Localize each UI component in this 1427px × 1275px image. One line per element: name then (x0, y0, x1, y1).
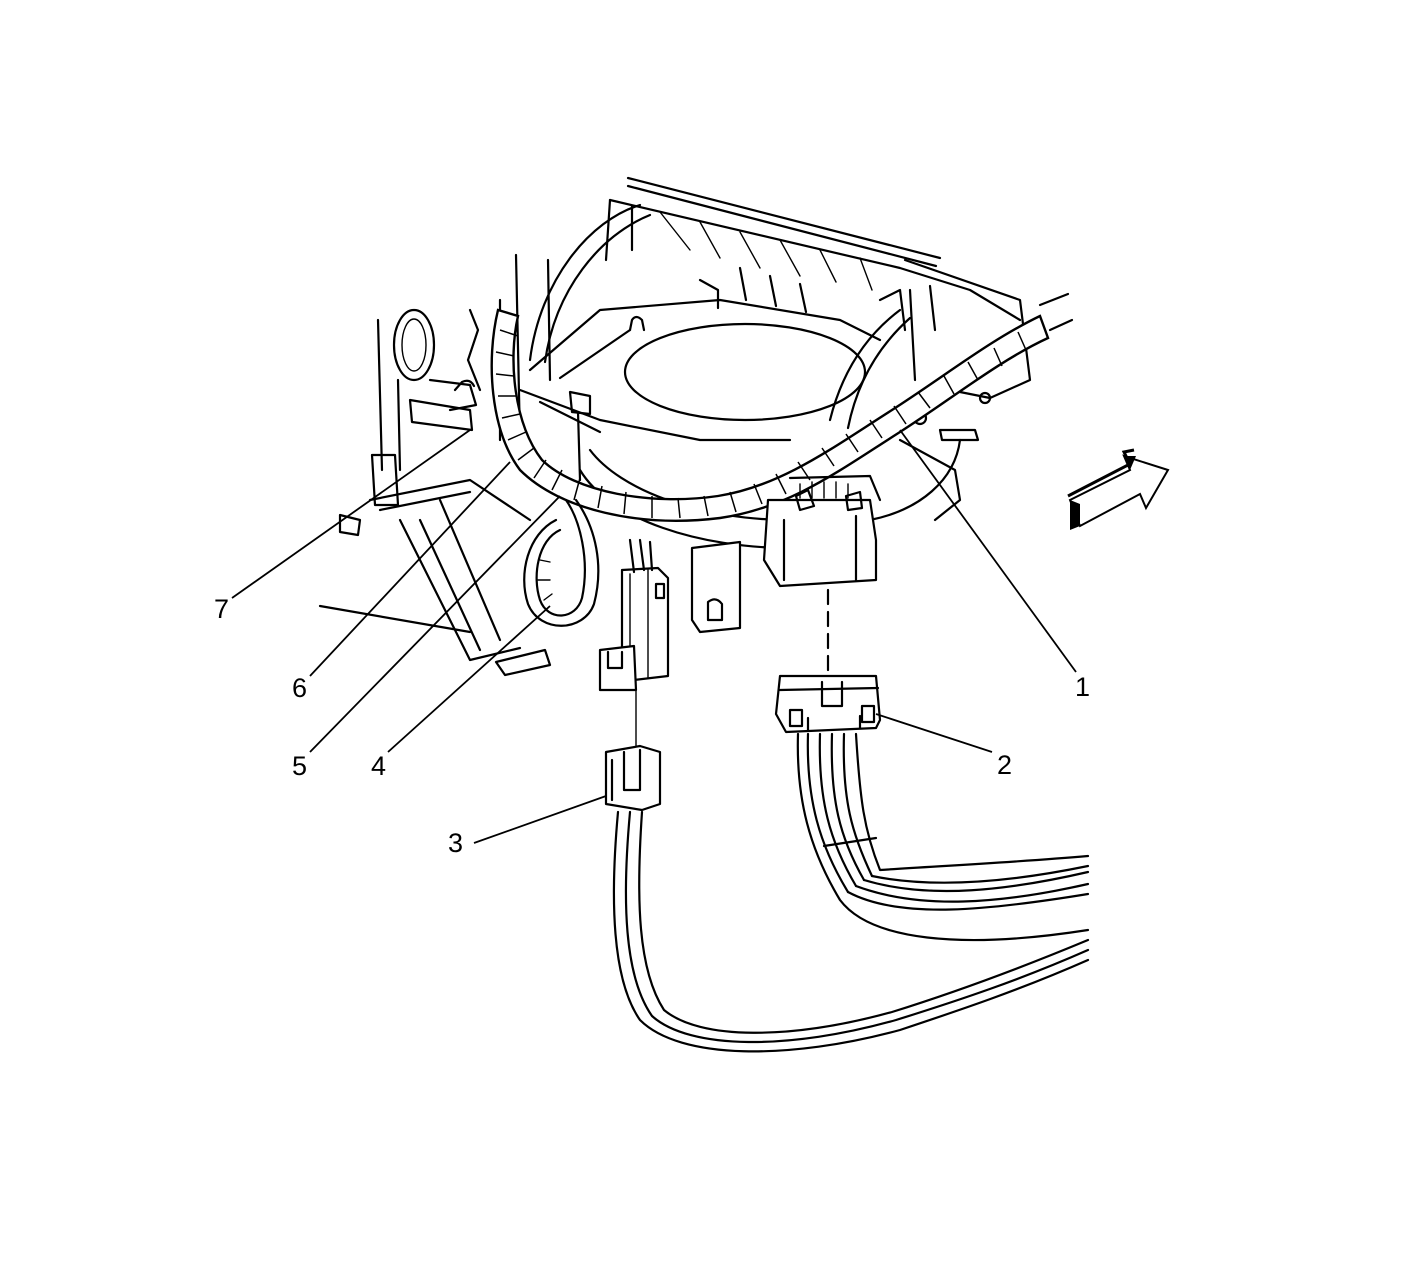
instrument-panel-harness (490, 292, 1074, 522)
callout-labels: 1 2 3 4 5 6 7 (214, 594, 1090, 858)
small-connector-upper (598, 538, 670, 692)
alignment-guides (635, 588, 830, 749)
callout-6: 6 (292, 673, 307, 703)
large-connector-upper (762, 474, 882, 588)
forward-arrow-icon (1067, 448, 1170, 530)
harness-connector-small (604, 744, 1090, 1053)
callout-7: 7 (214, 594, 229, 624)
mounting-bracket (690, 540, 742, 634)
callout-4: 4 (371, 751, 386, 781)
harness-connector-large (774, 674, 1090, 942)
callout-3: 3 (448, 828, 463, 858)
instrument-panel-carrier (518, 176, 1032, 550)
harness-loop (523, 498, 600, 627)
leader-lines (231, 429, 1077, 844)
callout-2: 2 (997, 750, 1012, 780)
callout-5: 5 (292, 751, 307, 781)
callout-1: 1 (1075, 672, 1090, 702)
